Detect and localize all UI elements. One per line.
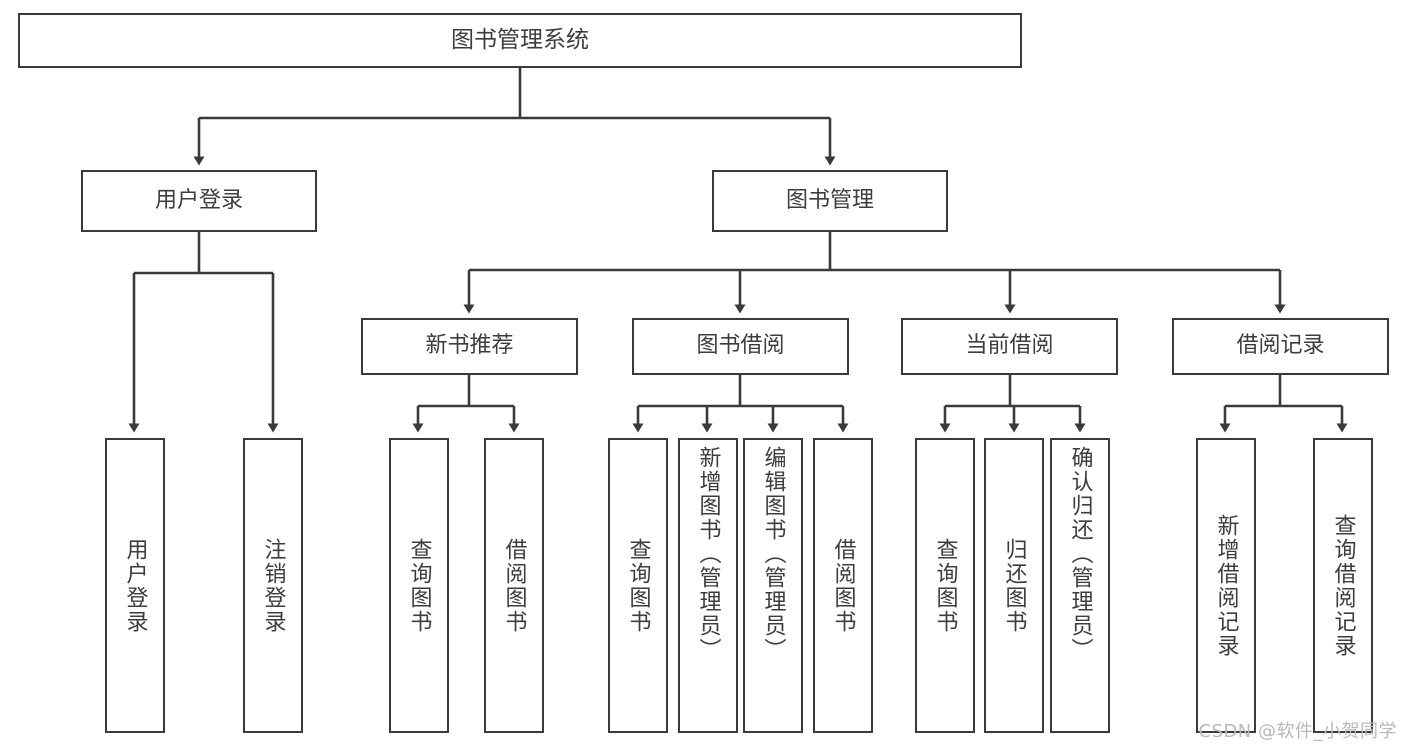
node-book-management-label: 图书管理 xyxy=(785,187,874,213)
node-leaf-current-borrow-return-label: 归还图书 xyxy=(1001,537,1027,634)
node-leaf-current-borrow-confirm-return-label: 确认归还（管理员） xyxy=(1067,446,1093,662)
node-leaf-current-borrow-query[interactable]: 查询图书 xyxy=(915,438,975,733)
node-new-book-recommend[interactable]: 新书推荐 xyxy=(361,318,578,375)
node-root-book-management-system[interactable]: 图书管理系统 xyxy=(18,13,1022,68)
node-borrow-record-label: 借阅记录 xyxy=(1236,333,1325,359)
node-leaf-book-borrow-borrow-label: 借阅图书 xyxy=(830,537,856,634)
node-leaf-new-book-borrow-label: 借阅图书 xyxy=(501,537,527,634)
node-leaf-borrow-record-add[interactable]: 新增借阅记录 xyxy=(1196,438,1256,733)
node-leaf-book-borrow-add[interactable]: 新增图书（管理员） xyxy=(678,438,738,733)
watermark-text: CSDN @软件_小贺同学 xyxy=(1198,721,1397,742)
node-leaf-user-login-signin-label: 用户登录 xyxy=(122,537,148,634)
node-leaf-current-borrow-confirm-return[interactable]: 确认归还（管理员） xyxy=(1050,438,1110,733)
node-leaf-book-borrow-borrow[interactable]: 借阅图书 xyxy=(813,438,873,733)
node-leaf-book-borrow-query-label: 查询图书 xyxy=(625,537,651,634)
node-leaf-book-borrow-edit-label: 编辑图书（管理员） xyxy=(760,446,786,662)
node-leaf-current-borrow-query-label: 查询图书 xyxy=(932,537,958,634)
node-book-management[interactable]: 图书管理 xyxy=(712,170,948,232)
node-user-login[interactable]: 用户登录 xyxy=(81,170,317,232)
node-current-borrow[interactable]: 当前借阅 xyxy=(901,318,1118,375)
node-leaf-book-borrow-add-label: 新增图书（管理员） xyxy=(695,446,721,662)
node-borrow-record[interactable]: 借阅记录 xyxy=(1172,318,1389,375)
node-leaf-user-login-signout[interactable]: 注销登录 xyxy=(243,438,303,733)
node-new-book-recommend-label: 新书推荐 xyxy=(425,333,514,359)
node-leaf-new-book-query-label: 查询图书 xyxy=(406,537,432,634)
node-leaf-current-borrow-return[interactable]: 归还图书 xyxy=(984,438,1044,733)
node-user-login-label: 用户登录 xyxy=(154,187,243,213)
node-leaf-book-borrow-edit[interactable]: 编辑图书（管理员） xyxy=(743,438,803,733)
node-leaf-borrow-record-query[interactable]: 查询借阅记录 xyxy=(1313,438,1373,733)
node-leaf-new-book-query[interactable]: 查询图书 xyxy=(389,438,449,733)
node-leaf-borrow-record-add-label: 新增借阅记录 xyxy=(1213,513,1239,658)
node-leaf-borrow-record-query-label: 查询借阅记录 xyxy=(1330,513,1356,658)
node-book-borrow[interactable]: 图书借阅 xyxy=(632,318,849,375)
node-leaf-user-login-signout-label: 注销登录 xyxy=(260,537,286,634)
node-leaf-user-login-signin[interactable]: 用户登录 xyxy=(105,438,165,733)
node-leaf-book-borrow-query[interactable]: 查询图书 xyxy=(608,438,668,733)
node-current-borrow-label: 当前借阅 xyxy=(965,333,1054,359)
node-root-label: 图书管理系统 xyxy=(451,26,589,53)
node-leaf-new-book-borrow[interactable]: 借阅图书 xyxy=(484,438,544,733)
node-book-borrow-label: 图书借阅 xyxy=(696,333,785,359)
